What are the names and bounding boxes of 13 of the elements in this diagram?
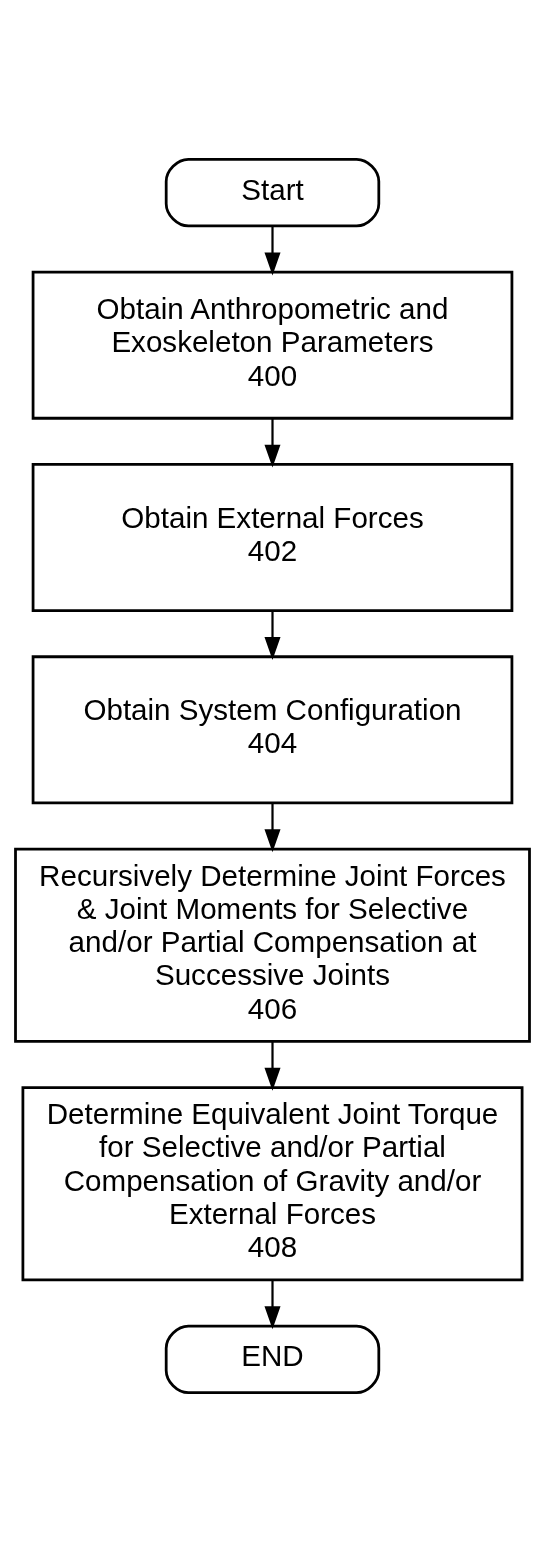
arrow (264, 610, 281, 660)
arrow (264, 226, 281, 276)
node-box: Recursively Determine Joint Forces & Joint Moments for Selective and/or Partial Compensation at Successive Joints 406 (14, 847, 531, 1043)
node-box: Determine Equivalent Joint Torque for Selective and/or Partial Compensation of Gravity and/or External Forces 408 (21, 1086, 524, 1282)
arrow (264, 803, 281, 853)
node-box: Obtain System Configuration 404 (31, 655, 514, 805)
node-box: Start (164, 158, 381, 228)
node-box: END (164, 1324, 381, 1394)
node-box: Obtain Anthropometric and Exoskeleton Parameters 400 (31, 270, 514, 420)
arrow (264, 1041, 281, 1091)
arrow (264, 1280, 281, 1330)
node-box: Obtain External Forces 402 (31, 463, 514, 612)
arrow (264, 418, 281, 468)
